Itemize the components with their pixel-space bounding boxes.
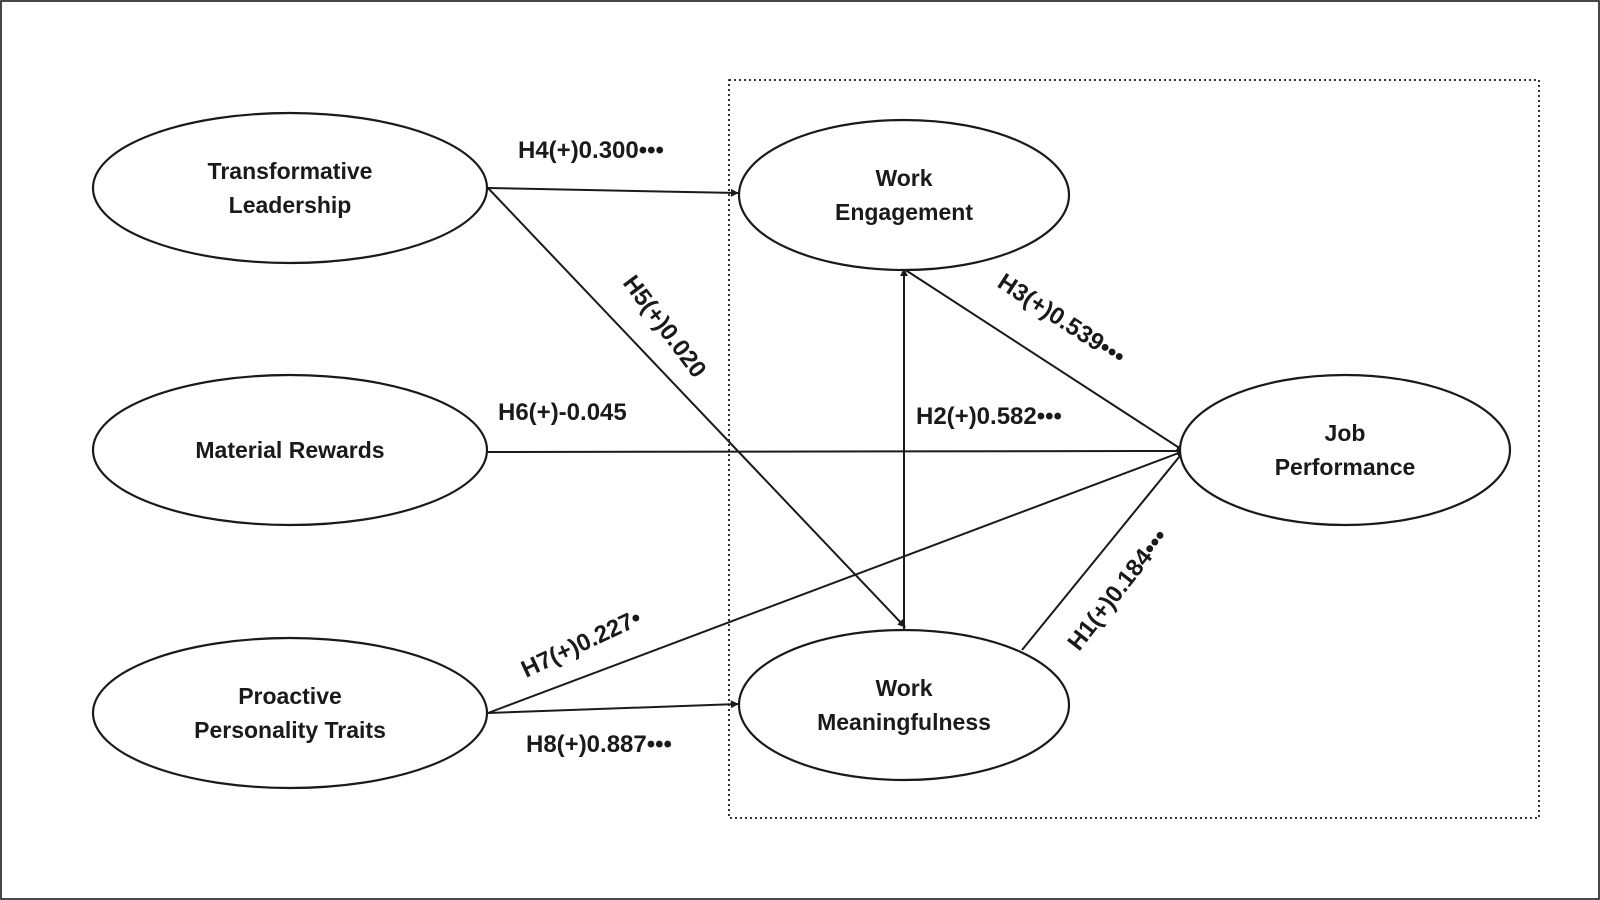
node-proactive-personality-traits-ellipse [91, 636, 489, 790]
node-material-rewards-label-line-1: Material Rewards [195, 437, 384, 463]
edge-h8-arrow [487, 700, 739, 714]
node-work-engagement-label-line-2: Engagement [835, 199, 973, 225]
edge-h1-arrow [1021, 450, 1185, 651]
edge-h8-label: H8(+)0.887••• [526, 731, 672, 758]
node-work-meaningfulness-label-line-2: Meaningfulness [817, 709, 991, 735]
node-job-performance-label-line-2: Performance [1275, 454, 1416, 480]
mediation-boundary [728, 79, 1540, 819]
node-proactive-personality-traits-label-line-2: Personality Traits [194, 717, 386, 743]
edge-h2-label: H2(+)0.582••• [916, 403, 1062, 430]
edge-h5-label: H5(+)0.020 [617, 270, 711, 383]
edges-layer [487, 187, 1185, 714]
edge-h4-arrow [487, 187, 739, 197]
edge-h7-arrow [487, 449, 1185, 714]
edge-h3-label: H3(+)0.539••• [993, 268, 1130, 370]
node-job-performance-ellipse [1178, 373, 1512, 527]
edge-h5-arrow [487, 187, 906, 628]
edge-h7-label: H7(+)0.227• [517, 604, 645, 683]
node-work-meaningfulness-ellipse [737, 628, 1071, 782]
edge-h6-label: H6(+)-0.045 [498, 399, 627, 426]
node-material-rewards: Material Rewards [91, 373, 489, 527]
node-work-engagement-label-line-1: Work [875, 165, 932, 191]
node-transformative-leadership-label-line-1: Transformative [208, 158, 373, 184]
edge-h3-arrow [903, 268, 1185, 452]
edge-h1-label: H1(+)0.184••• [1062, 524, 1173, 656]
node-job-performance-label-line-1: Job [1325, 420, 1366, 446]
node-proactive-personality-traits-label-line-1: Proactive [238, 683, 342, 709]
node-transformative-leadership-label-line-2: Leadership [229, 192, 352, 218]
node-material-rewards-ellipse [91, 373, 489, 527]
node-transformative-leadership-ellipse [91, 111, 489, 265]
node-work-meaningfulness-label-line-1: Work [875, 675, 932, 701]
edge-h6-arrow [487, 447, 1185, 456]
node-work-engagement-ellipse [737, 118, 1071, 272]
edge-h4-label: H4(+)0.300••• [518, 137, 664, 164]
